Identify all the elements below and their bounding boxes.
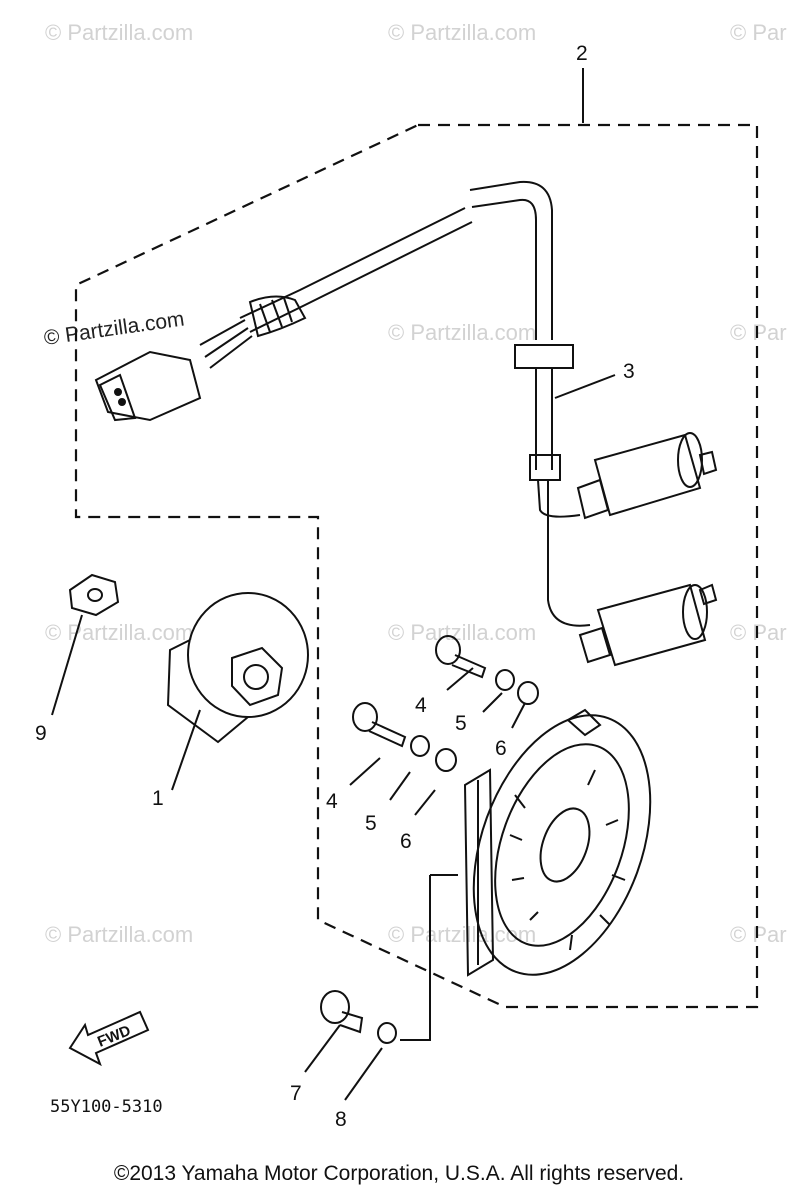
washer-6-upper: [517, 681, 539, 705]
callout-4-lower: 4: [326, 790, 338, 813]
stator-plate: [463, 708, 652, 977]
callout-6-lower: 6: [400, 830, 412, 853]
watermarks: © Partzilla.com © Partzilla.com © Par © …: [42, 20, 786, 947]
callout-5-lower: 5: [365, 812, 377, 835]
watermark-dark: © Partzilla.com: [42, 307, 185, 349]
washer-5-lower: [410, 735, 430, 757]
washer-5-upper: [495, 669, 515, 691]
screw-4-lower: [352, 702, 407, 748]
callout-9: 9: [35, 722, 47, 745]
watermark: © Partzilla.com: [45, 620, 193, 645]
ignition-coil-lower: [578, 583, 718, 667]
ignition-coil-upper: [576, 432, 718, 520]
callout-2: 2: [576, 42, 588, 65]
assembly-boundary: [74, 123, 759, 1009]
watermark: © Partzilla.com: [388, 922, 536, 947]
watermark: © Partzilla.com: [388, 20, 536, 45]
washer-8: [377, 1022, 397, 1044]
screw-4-upper: [435, 635, 487, 679]
callout-7: 7: [290, 1082, 302, 1105]
watermark: © Par: [730, 320, 787, 345]
part-number: 55Y100-5310: [50, 1097, 163, 1117]
watermark: © Par: [730, 922, 787, 947]
washer-6-lower: [435, 748, 457, 772]
fwd-arrow: FWD: [68, 1010, 150, 1067]
wiring-harness: [94, 180, 591, 627]
screw-7: [320, 990, 364, 1034]
watermark: © Partzilla.com: [45, 20, 193, 45]
watermark: © Par: [730, 620, 787, 645]
watermark: © Partzilla.com: [388, 620, 536, 645]
nut: [68, 573, 120, 617]
callout-4-upper: 4: [415, 694, 427, 717]
callout-3: 3: [623, 360, 635, 383]
callout-8: 8: [335, 1108, 347, 1131]
copyright-notice: ©2013 Yamaha Motor Corporation, U.S.A. A…: [113, 1162, 685, 1185]
watermark: © Partzilla.com: [45, 922, 193, 947]
flywheel-rotor: [166, 592, 309, 744]
watermark: © Partzilla.com: [388, 320, 536, 345]
callout-1: 1: [152, 787, 164, 810]
watermark: © Par: [730, 20, 787, 45]
callout-labels: 1 2 3 4 5 6 4 5 6 7 8 9: [35, 42, 635, 1131]
fwd-label: FWD: [95, 1022, 133, 1051]
callout-5-upper: 5: [455, 712, 467, 735]
callout-6-upper: 6: [495, 737, 507, 760]
